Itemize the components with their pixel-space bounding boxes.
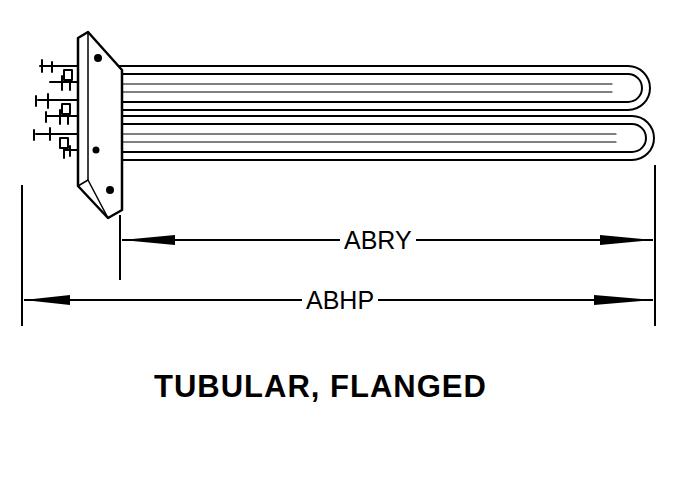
upper-tube-inner (118, 74, 642, 102)
caption: TUBULAR, FLANGED (154, 371, 487, 402)
lower-tube-inner (118, 124, 646, 152)
upper-tube (118, 66, 650, 110)
flange (78, 32, 122, 218)
lower-tube (118, 116, 654, 160)
dimension-label: ABHP (302, 288, 378, 313)
dimension-label: ABRY (340, 228, 416, 253)
terminals (34, 60, 78, 158)
